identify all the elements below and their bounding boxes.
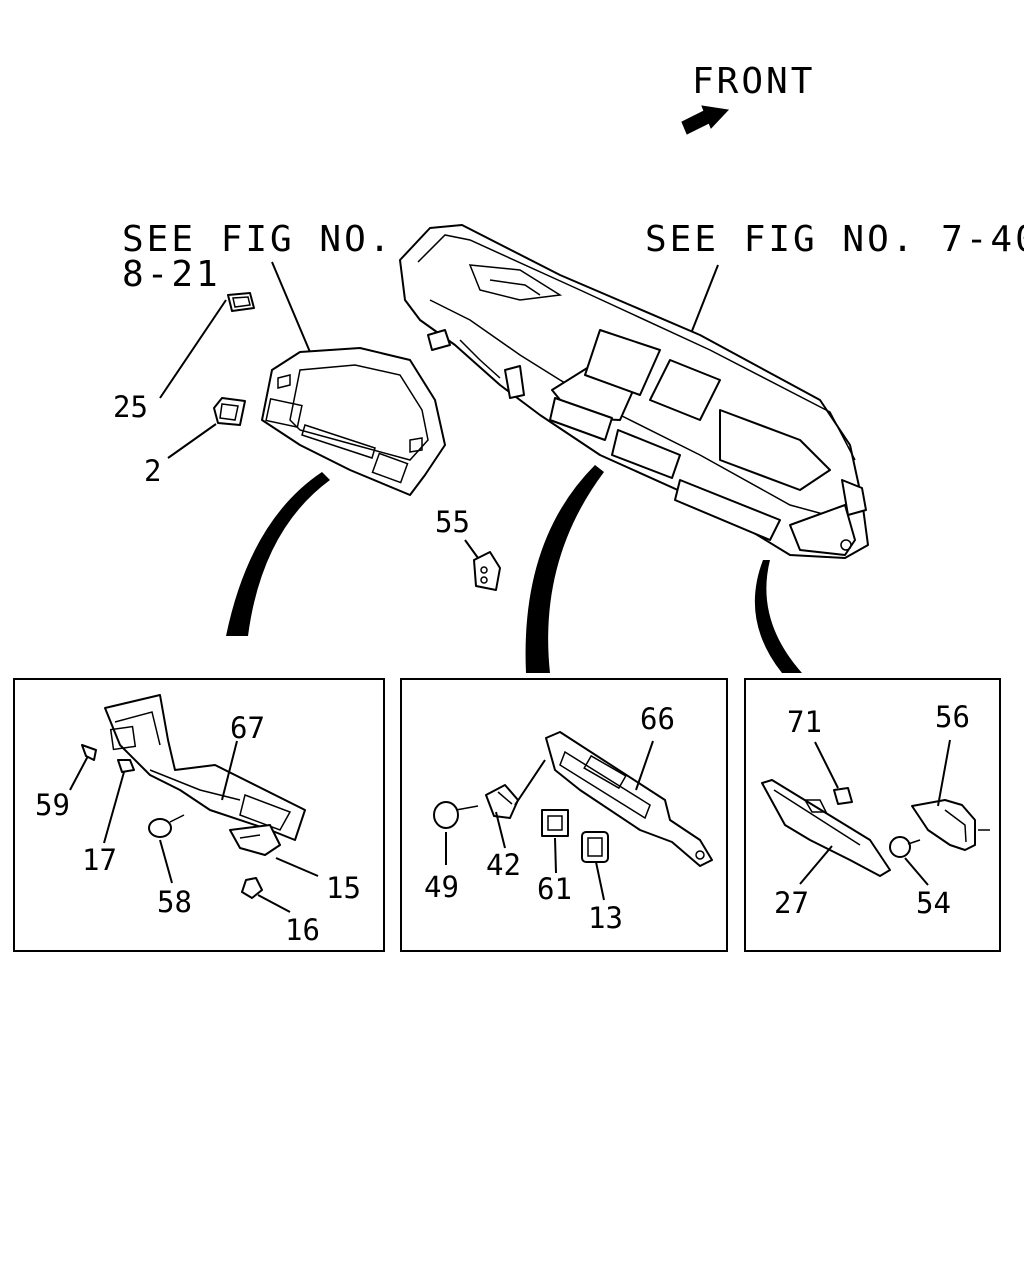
callout-67: 67 (230, 711, 265, 745)
cluster-reference-leader (271, 261, 311, 353)
part-49-screw (433, 801, 479, 829)
cluster-reference-line1: SEE FIG NO. (122, 219, 393, 260)
leader-17 (103, 771, 125, 844)
dashboard-frame (399, 224, 869, 559)
callout-66: 66 (640, 702, 675, 736)
callout-55: 55 (435, 505, 470, 539)
callout-2: 2 (144, 454, 161, 488)
callout-59: 59 (35, 788, 70, 822)
leader-55 (464, 539, 479, 559)
leader-71 (814, 741, 839, 789)
part-67-lower-panel (104, 694, 306, 841)
pointer-curve-left (226, 472, 330, 636)
part-61-switch (541, 809, 569, 837)
part-71-stopper (833, 787, 853, 805)
leader-58 (159, 839, 173, 884)
part-66-glovebox-panel (545, 731, 713, 867)
leader-61 (554, 837, 557, 874)
callout-56: 56 (935, 700, 970, 734)
callout-54: 54 (916, 886, 951, 920)
front-label: FRONT (692, 61, 815, 102)
front-indicator: FRONT (681, 61, 815, 135)
detail-box-right (744, 678, 1001, 952)
detail-box-middle (400, 678, 728, 952)
detail-box-left (13, 678, 385, 952)
part-2-switch (213, 397, 246, 426)
leader-67 (221, 740, 238, 801)
part-54-screw (889, 836, 921, 858)
cluster-bezel (261, 347, 446, 496)
leader-56 (937, 739, 951, 807)
part-59-clip (81, 744, 97, 761)
part-42-hinge (485, 784, 519, 819)
part-56-lock-bracket (911, 799, 990, 851)
leader-66-hinge (514, 759, 546, 806)
leader-66 (635, 740, 654, 791)
callout-17: 17 (82, 843, 117, 877)
callout-16: 16 (285, 913, 320, 947)
part-16-fastener (241, 877, 263, 899)
callout-25: 25 (113, 390, 148, 424)
part-27-glovebox-door (761, 779, 891, 877)
callout-15: 15 (326, 871, 361, 905)
dash-reference: SEE FIG NO. 7-40 (645, 219, 1024, 260)
callout-13: 13 (588, 901, 623, 935)
leader-59 (69, 755, 89, 791)
callout-71: 71 (787, 705, 822, 739)
leader-2 (167, 423, 217, 459)
pointer-curve-right (754, 560, 802, 673)
part-58-screw (148, 814, 185, 838)
part-15-cover (229, 824, 281, 856)
part-13-bezel (581, 831, 609, 863)
part-25-switch (227, 292, 255, 312)
callout-49: 49 (424, 870, 459, 904)
leader-15 (275, 857, 319, 877)
callout-58: 58 (157, 885, 192, 919)
cluster-reference-line2: 8-21 (122, 254, 221, 295)
front-arrow-icon (681, 105, 730, 135)
leader-42 (495, 811, 506, 849)
part-55-bracket (473, 551, 501, 591)
pointer-curve-middle (525, 465, 604, 673)
callout-27: 27 (774, 886, 809, 920)
dash-reference-leader (689, 264, 719, 337)
callout-42: 42 (486, 848, 521, 882)
callout-61: 61 (537, 872, 572, 906)
leader-16 (257, 894, 291, 913)
part-17-tab (117, 759, 135, 773)
leader-13 (595, 861, 605, 901)
leader-54 (904, 857, 929, 886)
leader-27 (799, 845, 833, 885)
leader-25 (159, 299, 227, 399)
